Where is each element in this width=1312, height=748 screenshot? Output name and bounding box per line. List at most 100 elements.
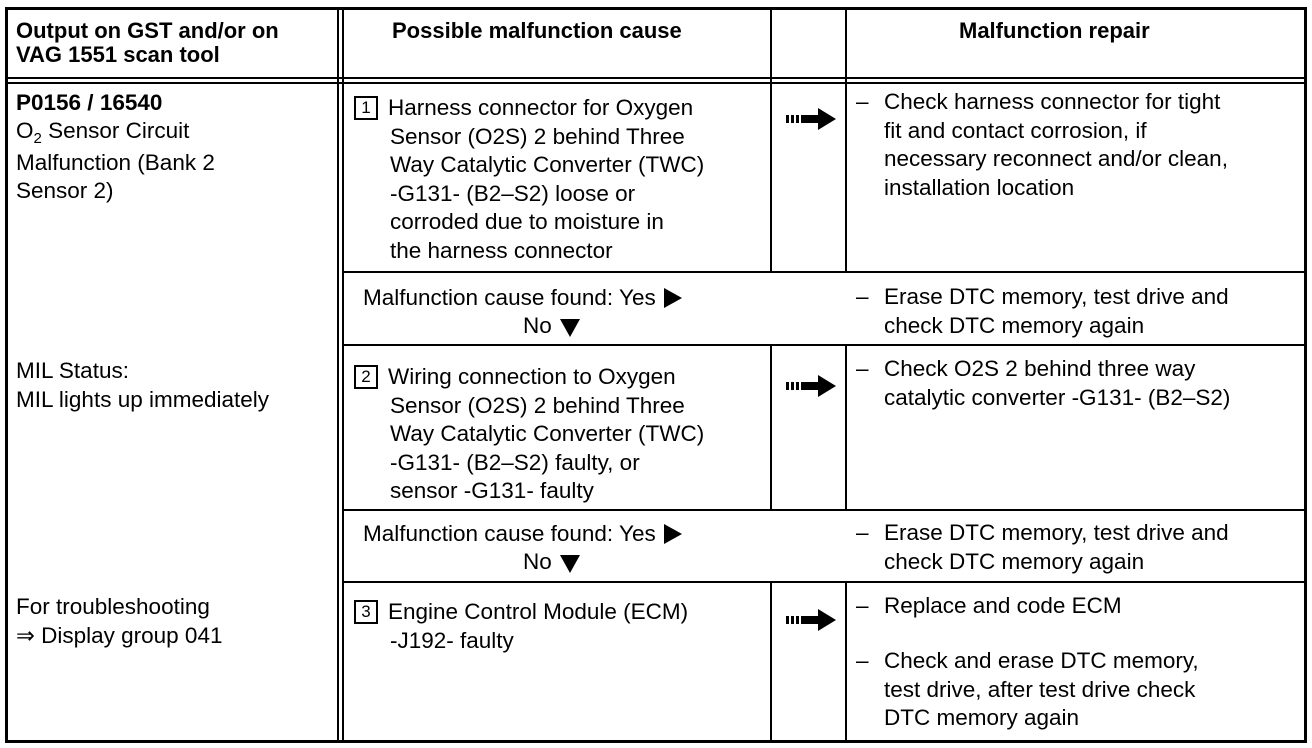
step-3-line-2: -J192- faulty (390, 627, 514, 653)
fault-description-line2: Malfunction (Bank 2 (16, 149, 215, 175)
step-1-line-5: corroded due to moisture in (390, 209, 664, 234)
found-row-1-action: – Erase DTC memory, test drive and check… (856, 283, 1229, 340)
table-border-left (5, 7, 8, 743)
step-3-repair-2: – Check and erase DTC memory, test drive… (856, 647, 1199, 733)
found-row-1-yes: Malfunction cause found: Yes (363, 284, 682, 313)
fault-description-line3: Sensor 2) (16, 178, 114, 203)
repair-line: installation location (884, 174, 1075, 200)
repair-item: – Replace and code ECM (856, 592, 1122, 621)
col2-rule-step1 (770, 84, 772, 272)
header-repair: Malfunction repair (959, 18, 1150, 43)
found-row-1-no-label: No (523, 313, 552, 338)
step-number-badge: 3 (354, 600, 378, 624)
troubleshooting-link[interactable]: ⇒ Display group 041 (16, 622, 223, 648)
step-2-line-1: 2 Wiring connection to Oxygen (354, 363, 704, 392)
triangle-right-icon (663, 524, 682, 544)
header-output: Output on GST and/or on VAG 1551 scan to… (16, 19, 279, 67)
fault-code: P0156 / 16540 (16, 90, 163, 115)
repair-dash: – (856, 648, 869, 673)
step-1-cause-text: Harness connector for Oxygen (388, 95, 694, 120)
repair-dash: – (856, 284, 869, 309)
repair-line: necessary reconnect and/or clean, (884, 146, 1228, 171)
col3-rule-step1 (845, 84, 847, 272)
step-1-line-4: -G131- (B2–S2) loose or (390, 180, 636, 206)
row-rule-3 (342, 509, 1307, 511)
mil-status: MIL Status: MIL lights up immediately (16, 357, 269, 414)
header-output-line2: VAG 1551 scan tool (16, 42, 220, 67)
striped-right-arrow-icon (786, 375, 836, 397)
row-rule-2 (342, 344, 1307, 346)
troubleshooting-line1: For troubleshooting (16, 594, 210, 619)
repair-dash: – (856, 89, 869, 114)
step-2-cause-text: Wiring connection to Oxygen (388, 364, 676, 389)
step-1-line-6: the harness connector (390, 237, 613, 263)
repair-dash: – (856, 356, 869, 381)
found-row-2-label: Malfunction cause found: Yes (363, 521, 656, 546)
repair-item: – Check harness connector for tight fit … (856, 88, 1228, 202)
fault-description-line1: O2 Sensor Circuit (16, 117, 215, 149)
found-row-1-no: No (523, 312, 580, 341)
step-2-line-4: -G131- (B2–S2) faulty, or (390, 449, 640, 475)
row-rule-4 (342, 581, 1307, 583)
repair-line: Erase DTC memory, test drive and (884, 520, 1229, 545)
step-1-line-2: Sensor (O2S) 2 behind Three (390, 123, 685, 149)
repair-item: – Check and erase DTC memory, test drive… (856, 647, 1199, 733)
triangle-right-icon (663, 288, 682, 308)
repair-line: Check harness connector for tight (884, 89, 1221, 114)
row-rule-1 (342, 271, 1307, 273)
step-1-line-1: 1 Harness connector for Oxygen (354, 94, 704, 123)
col2-rule-header (770, 7, 772, 84)
troubleshooting-note: For troubleshooting ⇒ Display group 041 (16, 593, 222, 650)
step-3-cause-text: Engine Control Module (ECM) (388, 599, 689, 624)
table-border-top (5, 7, 1307, 10)
found-row-2-no: No (523, 548, 580, 577)
table-border-bottom (5, 740, 1307, 743)
col2-rule-step3 (770, 582, 772, 743)
table-border-right (1304, 7, 1307, 743)
step-1-repair: – Check harness connector for tight fit … (856, 88, 1228, 202)
step-3-line-1: 3 Engine Control Module (ECM) (354, 598, 688, 627)
triangle-down-icon (559, 555, 580, 573)
fault-description-rest: Sensor Circuit (41, 118, 190, 143)
col3-rule-header (845, 7, 847, 84)
col1-rule-b (342, 7, 344, 743)
header-rule-2 (5, 82, 1307, 84)
repair-item: – Check O2S 2 behind three way catalytic… (856, 355, 1230, 412)
col3-rule-step3 (845, 582, 847, 743)
header-rule-1 (5, 77, 1307, 79)
step-number-badge: 1 (354, 96, 378, 120)
header-output-line1: Output on GST and/or on (16, 18, 279, 43)
repair-dash: – (856, 593, 869, 618)
fault-description: O2 Sensor Circuit Malfunction (Bank 2 Se… (16, 117, 215, 206)
repair-line: DTC memory again (884, 705, 1080, 730)
striped-right-arrow-icon (786, 609, 836, 631)
step-1-cause: 1 Harness connector for Oxygen Sensor (O2… (354, 94, 704, 265)
step-number-badge: 2 (354, 365, 378, 389)
repair-line: Replace and code ECM (884, 593, 1122, 618)
o-subscript: 2 (33, 130, 42, 147)
step-2-cause: 2 Wiring connection to Oxygen Sensor (O2S… (354, 363, 704, 506)
col3-rule-step2 (845, 345, 847, 510)
repair-line: check DTC memory again (884, 312, 1145, 338)
step-3-repair-1: – Replace and code ECM (856, 592, 1122, 621)
step-2-repair: – Check O2S 2 behind three way catalytic… (856, 355, 1230, 412)
col2-rule-step2 (770, 345, 772, 510)
step-3-cause: 3 Engine Control Module (ECM) -J192- faul… (354, 598, 688, 655)
mil-status-label: MIL Status: (16, 358, 129, 383)
triangle-down-icon (559, 319, 580, 337)
step-2-line-5: sensor -G131- faulty (390, 478, 594, 503)
step-2-line-2: Sensor (O2S) 2 behind Three (390, 392, 685, 418)
step-2-line-3: Way Catalytic Converter (TWC) (390, 421, 705, 446)
o-prefix: O (16, 118, 34, 143)
step-1-line-3: Way Catalytic Converter (TWC) (390, 152, 705, 177)
header-cause: Possible malfunction cause (392, 18, 682, 43)
repair-dash: – (856, 520, 869, 545)
repair-line: check DTC memory again (884, 548, 1145, 574)
repair-line: Check and erase DTC memory, (884, 648, 1199, 673)
repair-item: – Erase DTC memory, test drive and check… (856, 519, 1229, 576)
repair-line: Erase DTC memory, test drive and (884, 284, 1229, 309)
found-row-2-no-label: No (523, 549, 552, 574)
striped-right-arrow-icon (786, 108, 836, 130)
repair-line: catalytic converter -G131- (B2–S2) (884, 384, 1231, 410)
